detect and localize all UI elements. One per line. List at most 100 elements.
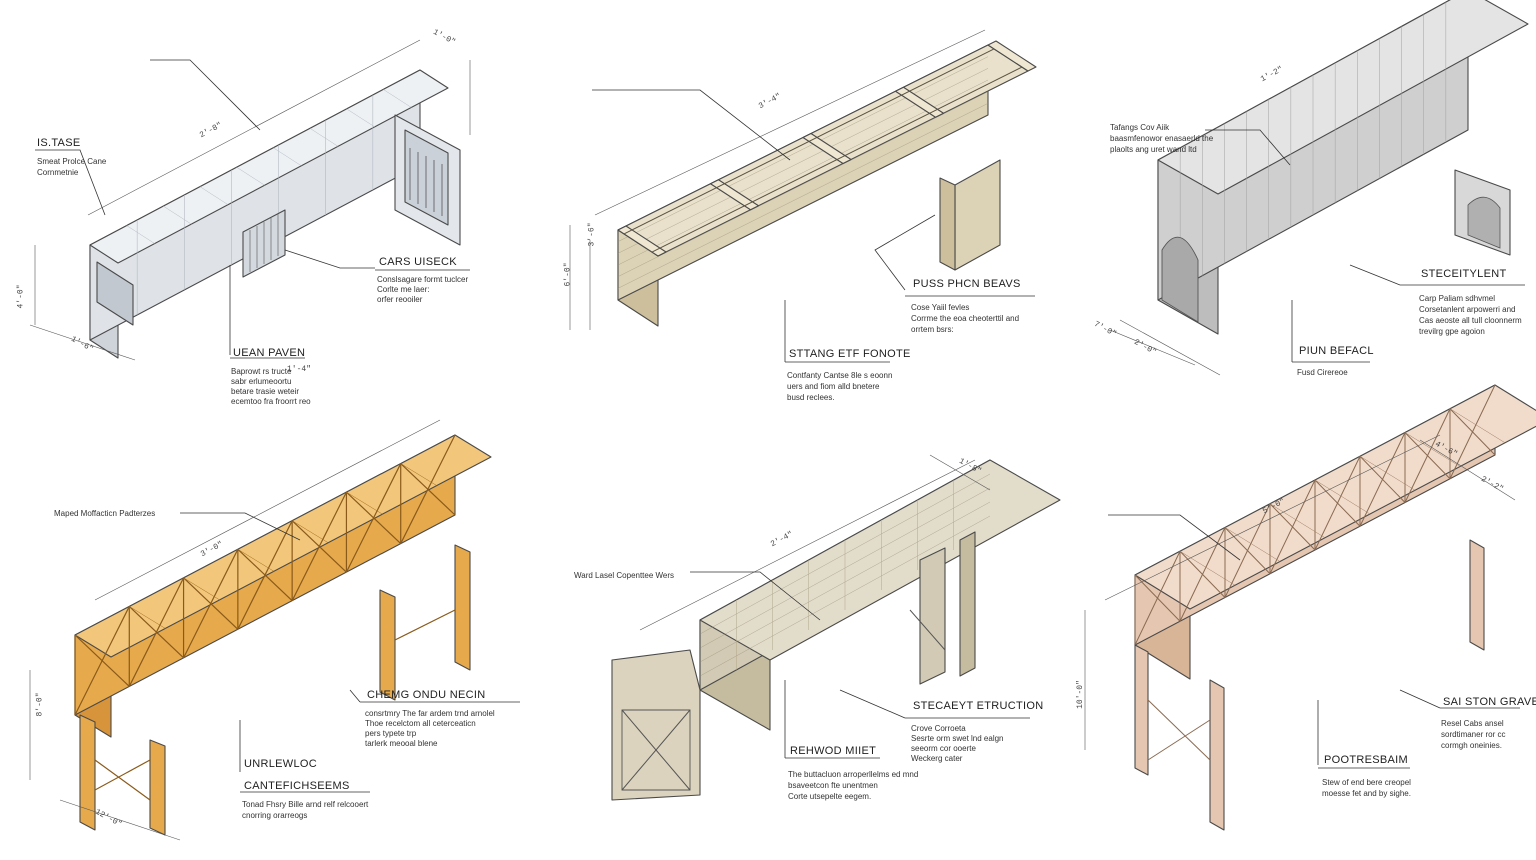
leg-brace	[94, 759, 151, 791]
callout-desc: Weckerg cater	[911, 754, 963, 763]
timber-rail	[623, 48, 995, 235]
callout-desc: plaolts ang uret wand ltd	[1110, 145, 1197, 154]
callout-desc: Cose Yaiil fevles	[911, 303, 970, 312]
callout-desc: Corsetanlent arpowerri and	[1419, 305, 1516, 314]
callout-desc: trevilrg gpe agoion	[1419, 327, 1485, 336]
callout-desc: busd reclees.	[787, 393, 835, 402]
callout-desc: Sesrte orm swet lnd ealgn	[911, 734, 1004, 743]
callout-desc: Baprowt rs tructe	[231, 367, 292, 376]
callout-desc: Conslsagare formt tuclcer	[377, 275, 469, 284]
rear-brace	[909, 609, 946, 651]
callout-title: REHWOD MIIET	[790, 745, 877, 757]
truss-diagonal	[1449, 408, 1496, 456]
callout-desc: ecemtoo fra froorrt reo	[231, 397, 311, 406]
dimension-line	[59, 799, 181, 841]
orange-top-member	[400, 463, 437, 486]
leader-line	[150, 59, 261, 131]
leg-brace	[394, 609, 456, 641]
callout-desc: moesse fet and by sighe.	[1322, 789, 1411, 798]
callout-desc: Fusd Cirereoe	[1297, 368, 1348, 377]
leader-line	[1205, 129, 1291, 166]
dimension-line	[87, 39, 421, 216]
callout-desc: Cas aeoste all tull cloonnerm	[1419, 316, 1522, 325]
deck-member	[1179, 551, 1236, 586]
callout-title: CARS UISECK	[379, 256, 457, 268]
orange-top-member	[346, 491, 383, 515]
callout-desc: seeorm cor ooerte	[911, 744, 976, 753]
leader-line	[180, 512, 301, 541]
timber-leg	[149, 739, 166, 836]
truss-diagonal	[237, 548, 293, 602]
concrete-top-joint	[236, 167, 265, 186]
dimension-line	[594, 29, 986, 216]
leg-brace	[1147, 719, 1211, 761]
leader-line	[35, 149, 106, 216]
pier-brace	[621, 709, 691, 791]
timber-leg	[454, 544, 471, 671]
callout-desc: Smeat Prolce Cane	[37, 157, 107, 166]
timber-crossmember	[987, 40, 1037, 72]
rear-leg	[959, 531, 976, 677]
orange-top-member	[183, 577, 220, 601]
bridge-leg	[1134, 644, 1149, 776]
callout-title: CHEMG ONDU NECIN	[367, 689, 486, 701]
dimension-mark: 6'-0"	[563, 262, 573, 287]
timber-crossmember	[802, 132, 852, 165]
rear-leg	[919, 547, 946, 685]
timber-leg	[79, 714, 96, 831]
callout-desc: Maped Moffacticn Padterzes	[54, 509, 156, 518]
callout-title: STECAEYT ETRUCTION	[913, 700, 1044, 712]
bridge-leg	[1469, 539, 1485, 651]
truss-diagonal	[1134, 574, 1181, 622]
callout-desc: Thoe recelctom all ceterceaticn	[365, 719, 476, 728]
timber-rail	[651, 66, 1023, 253]
end-block-recess	[404, 129, 449, 226]
callout-title: PIUN BEFACL	[1299, 345, 1374, 357]
dimension-line	[1119, 319, 1221, 376]
callout-desc: Corlte me laer:	[377, 285, 430, 294]
dimension-line	[639, 459, 976, 631]
leader-line	[1399, 689, 1441, 709]
truss-diagonal	[291, 520, 347, 573]
callout-desc: bsaveetcon fte unentmen	[788, 781, 878, 790]
truss-diagonal	[1179, 550, 1226, 598]
deck-member	[1359, 456, 1416, 491]
dimension-line	[1104, 434, 1441, 601]
callout-desc: The buttacluon arroperllelms ed mnd	[788, 770, 919, 779]
callout-desc: Corte utsepelte eegem.	[788, 792, 872, 801]
callout-title: UNRLEWLOC	[244, 758, 317, 770]
callout-desc: cnorring orarreogs	[242, 811, 308, 820]
callout-desc: Cornmetnie	[37, 168, 79, 177]
dimension-mark: 3'-6"	[587, 222, 597, 247]
callout-desc: baasmfenowor enasaerld the	[1110, 134, 1214, 143]
callout-desc: betare trasie weteir	[231, 387, 300, 396]
concrete-top-joint	[163, 205, 192, 225]
callout-desc: Carp Paliam sdhvmel	[1419, 294, 1496, 303]
dimension-line	[1109, 329, 1196, 366]
truss-bridge-top	[1134, 384, 1536, 610]
callout-desc: tarlerk meooal blene	[365, 739, 438, 748]
callout-title: POOTRESBAIM	[1324, 754, 1408, 766]
timber-crossmember	[617, 225, 667, 257]
dimension-mark: 10'-0"	[1075, 680, 1085, 709]
deck-member	[1269, 503, 1326, 538]
timber-post	[954, 159, 1001, 271]
timber-grain	[617, 103, 989, 289]
dimension-line	[1419, 439, 1516, 501]
orange-top-member	[129, 606, 166, 629]
callout-desc: consrtmry The far ardem trnd arnolel	[365, 709, 495, 718]
callout-desc: pers typete trp	[365, 729, 417, 738]
concrete-top-joint	[309, 128, 339, 147]
callout-desc: cormgh oneinies.	[1441, 741, 1502, 750]
callout-title: SAI STON GRAVE	[1443, 696, 1536, 708]
concrete-top-joint	[383, 89, 412, 108]
truss-diagonal	[1224, 527, 1271, 575]
truss-diagonal	[1314, 479, 1361, 527]
callout-desc: sabr erlumeoortu	[231, 377, 292, 386]
concrete-top-joint	[346, 108, 375, 128]
dimension-mark: 1'-4"	[287, 365, 312, 374]
callout-title: UEAN PAVEN	[233, 347, 306, 359]
timber-post-end	[939, 177, 956, 271]
